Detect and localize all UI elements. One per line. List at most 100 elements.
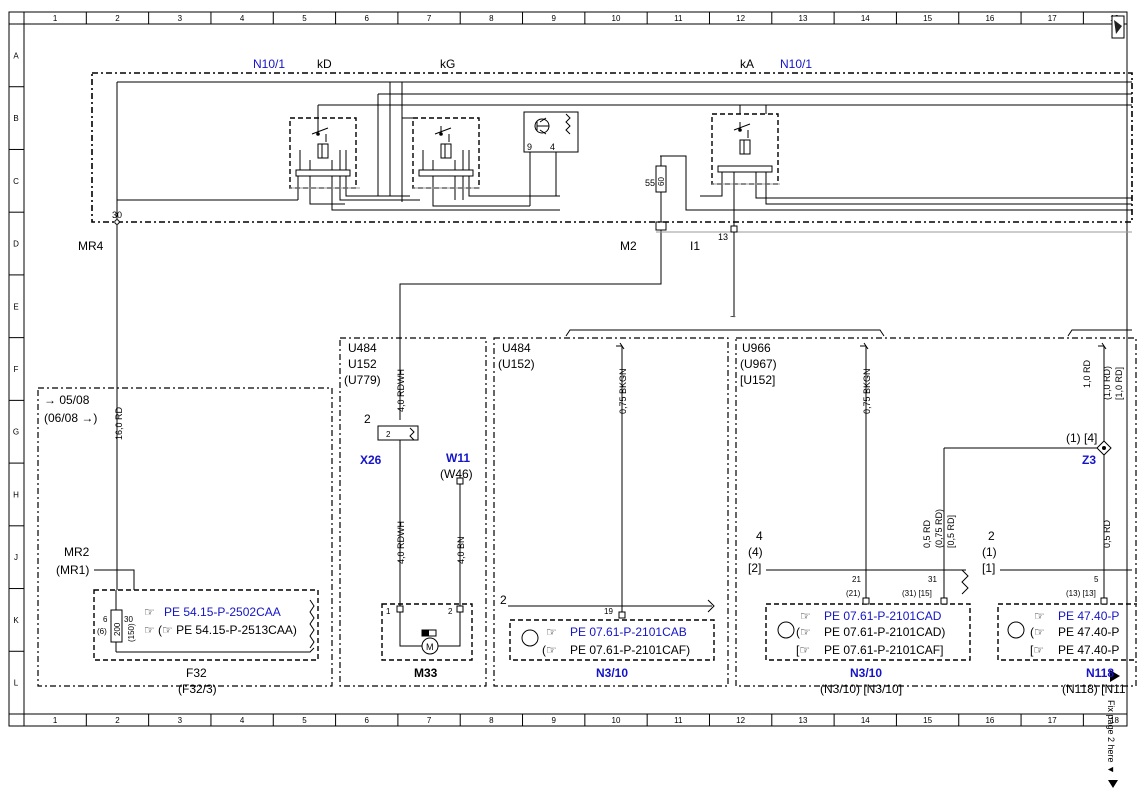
u152-a: U152	[348, 357, 377, 371]
grid-column-label: 11	[674, 716, 683, 725]
grid-column-label: 1	[53, 14, 58, 23]
wire-4rdwh-a: 4,0 RDWH	[396, 369, 406, 412]
grid-column-label: 7	[427, 14, 432, 23]
u152-b: (U152)	[498, 357, 535, 371]
n310b-pe-link-2[interactable]: PE 07.61-P-2101CAD)	[824, 625, 945, 639]
wire-4rdwh-b: 4,0 RDWH	[396, 521, 406, 564]
m33-pin1: 1	[386, 607, 391, 616]
pin-30: 30	[112, 210, 122, 220]
n10-label-right[interactable]: N10/1	[780, 57, 812, 71]
x26-label[interactable]: X26	[360, 453, 382, 467]
n310a-title[interactable]: N3/10	[596, 666, 628, 680]
grid-column-label: 10	[612, 14, 621, 23]
n310b-2b: [2]	[748, 561, 761, 575]
n118-pe-link-1[interactable]: PE 47.40-P	[1058, 609, 1119, 623]
u484-a: U484	[348, 341, 377, 355]
n310a-hand-2: (☞	[542, 643, 557, 657]
n310b-21p: (21)	[846, 589, 861, 598]
wire-075-b: 0,75 BKGN	[862, 368, 872, 414]
grid-row-label: B	[13, 114, 18, 123]
n118-pe-link-3[interactable]: PE 47.40-P	[1058, 643, 1119, 657]
f32-30: 30	[124, 615, 133, 624]
fuse-block	[399, 155, 1132, 420]
wire-05rd: 0,5 RD	[922, 519, 932, 548]
svg-text:M: M	[426, 642, 434, 652]
n310a-pin2: 2	[500, 593, 507, 607]
grid-column-label: 17	[1048, 14, 1057, 23]
n310b-hand-2: (☞	[796, 625, 811, 639]
n10-1-module-box	[91, 72, 1133, 223]
relay-ka	[700, 105, 1132, 230]
wire-16rd: 16,0 RD	[114, 406, 124, 440]
wire-10rdb: [1,0 RD]	[1114, 367, 1124, 400]
pin-4: 4	[550, 142, 555, 152]
grid-row-label: E	[13, 302, 18, 311]
mr4-label: MR4	[78, 239, 104, 253]
grid-column-label: 10	[612, 716, 621, 725]
kg-label: kG	[440, 57, 455, 71]
n310a-pe-link-1[interactable]: PE 07.61-P-2101CAB	[570, 625, 687, 639]
grid-row-label: A	[13, 51, 19, 60]
n310a-pe-link-2[interactable]: PE 07.61-P-2101CAF)	[570, 643, 690, 657]
f32-pin6: 6	[103, 615, 108, 624]
n310b-21: 21	[852, 575, 861, 584]
wire-10rd: 1,0 RD	[1082, 359, 1092, 388]
n10-label-left[interactable]: N10/1	[253, 57, 285, 71]
x26-pin2: 2	[364, 412, 371, 426]
wire-075-a: 0,75 BKGN	[618, 368, 628, 414]
grid-column-label: 3	[178, 716, 183, 725]
grid-row-label: J	[14, 553, 18, 562]
grid-column-label: 15	[923, 716, 932, 725]
grid-column-label: 5	[302, 716, 307, 725]
z3-label[interactable]: Z3	[1082, 453, 1096, 467]
z3-pins: (1) [4]	[1066, 431, 1097, 445]
n310b-pe-link-3[interactable]: PE 07.61-P-2101CAF]	[824, 643, 943, 657]
transistor-block	[523, 111, 579, 206]
pin-13: 13	[718, 232, 728, 242]
n310b-title[interactable]: N3/10	[850, 666, 882, 680]
w11-label[interactable]: W11	[446, 451, 470, 465]
n310b-pe-link-1[interactable]: PE 07.61-P-2101CAD	[824, 609, 942, 623]
grid-row-label: C	[13, 177, 19, 186]
fuse-60: 60	[657, 177, 666, 186]
f32-pe-link-2[interactable]: (☞ PE 54.15-P-2513CAA)	[158, 623, 297, 637]
pin-9: 9	[527, 142, 532, 152]
m33-motor-box	[381, 603, 473, 661]
motor-symbol	[421, 637, 439, 655]
wire-05rd-right: 0,5 RD	[1102, 519, 1112, 548]
n118-hand-1: ☞	[1034, 609, 1045, 623]
f32-pe-link-1[interactable]: PE 54.15-P-2502CAA	[164, 605, 281, 619]
grid-column-label: 12	[736, 716, 745, 725]
wire-4bn: 4,0 BN	[456, 536, 466, 564]
n310-inner-box-a	[509, 619, 715, 661]
wire-075rd: (0,75 RD)	[934, 509, 944, 548]
grid-column-label: 17	[1048, 716, 1057, 725]
u484-b: U484	[502, 341, 531, 355]
u779: (U779)	[344, 373, 381, 387]
n118-1p: (1)	[982, 545, 997, 559]
f32-inner-box	[93, 589, 319, 661]
grid-column-label: 9	[551, 716, 556, 725]
u966: U966	[742, 341, 771, 355]
n310-inner-box-b	[765, 603, 971, 661]
n118-title[interactable]: N118	[1086, 666, 1114, 680]
n118-13: (13) [13]	[1066, 589, 1096, 598]
grid-column-label: 8	[489, 14, 494, 23]
n310b-4p: (4)	[748, 545, 763, 559]
grid-column-label: 2	[115, 716, 120, 725]
n118-pe-link-2[interactable]: PE 47.40-P	[1058, 625, 1119, 639]
i1-label: I1	[690, 239, 700, 253]
date-arrow-0508: → 05/08	[44, 393, 90, 407]
f32-section	[37, 387, 333, 687]
n310b-4: 4	[756, 529, 763, 543]
n118-hand-2: (☞	[1030, 625, 1045, 639]
grid-column-label: 7	[427, 716, 432, 725]
grid-row-label: L	[14, 679, 19, 688]
n310b-hand-3: [☞	[796, 643, 810, 657]
grid-column-label: 13	[799, 14, 808, 23]
grid-column-label: 2	[115, 14, 120, 23]
grid-column-label: 1	[53, 716, 58, 725]
grid-column-label: 4	[240, 716, 245, 725]
